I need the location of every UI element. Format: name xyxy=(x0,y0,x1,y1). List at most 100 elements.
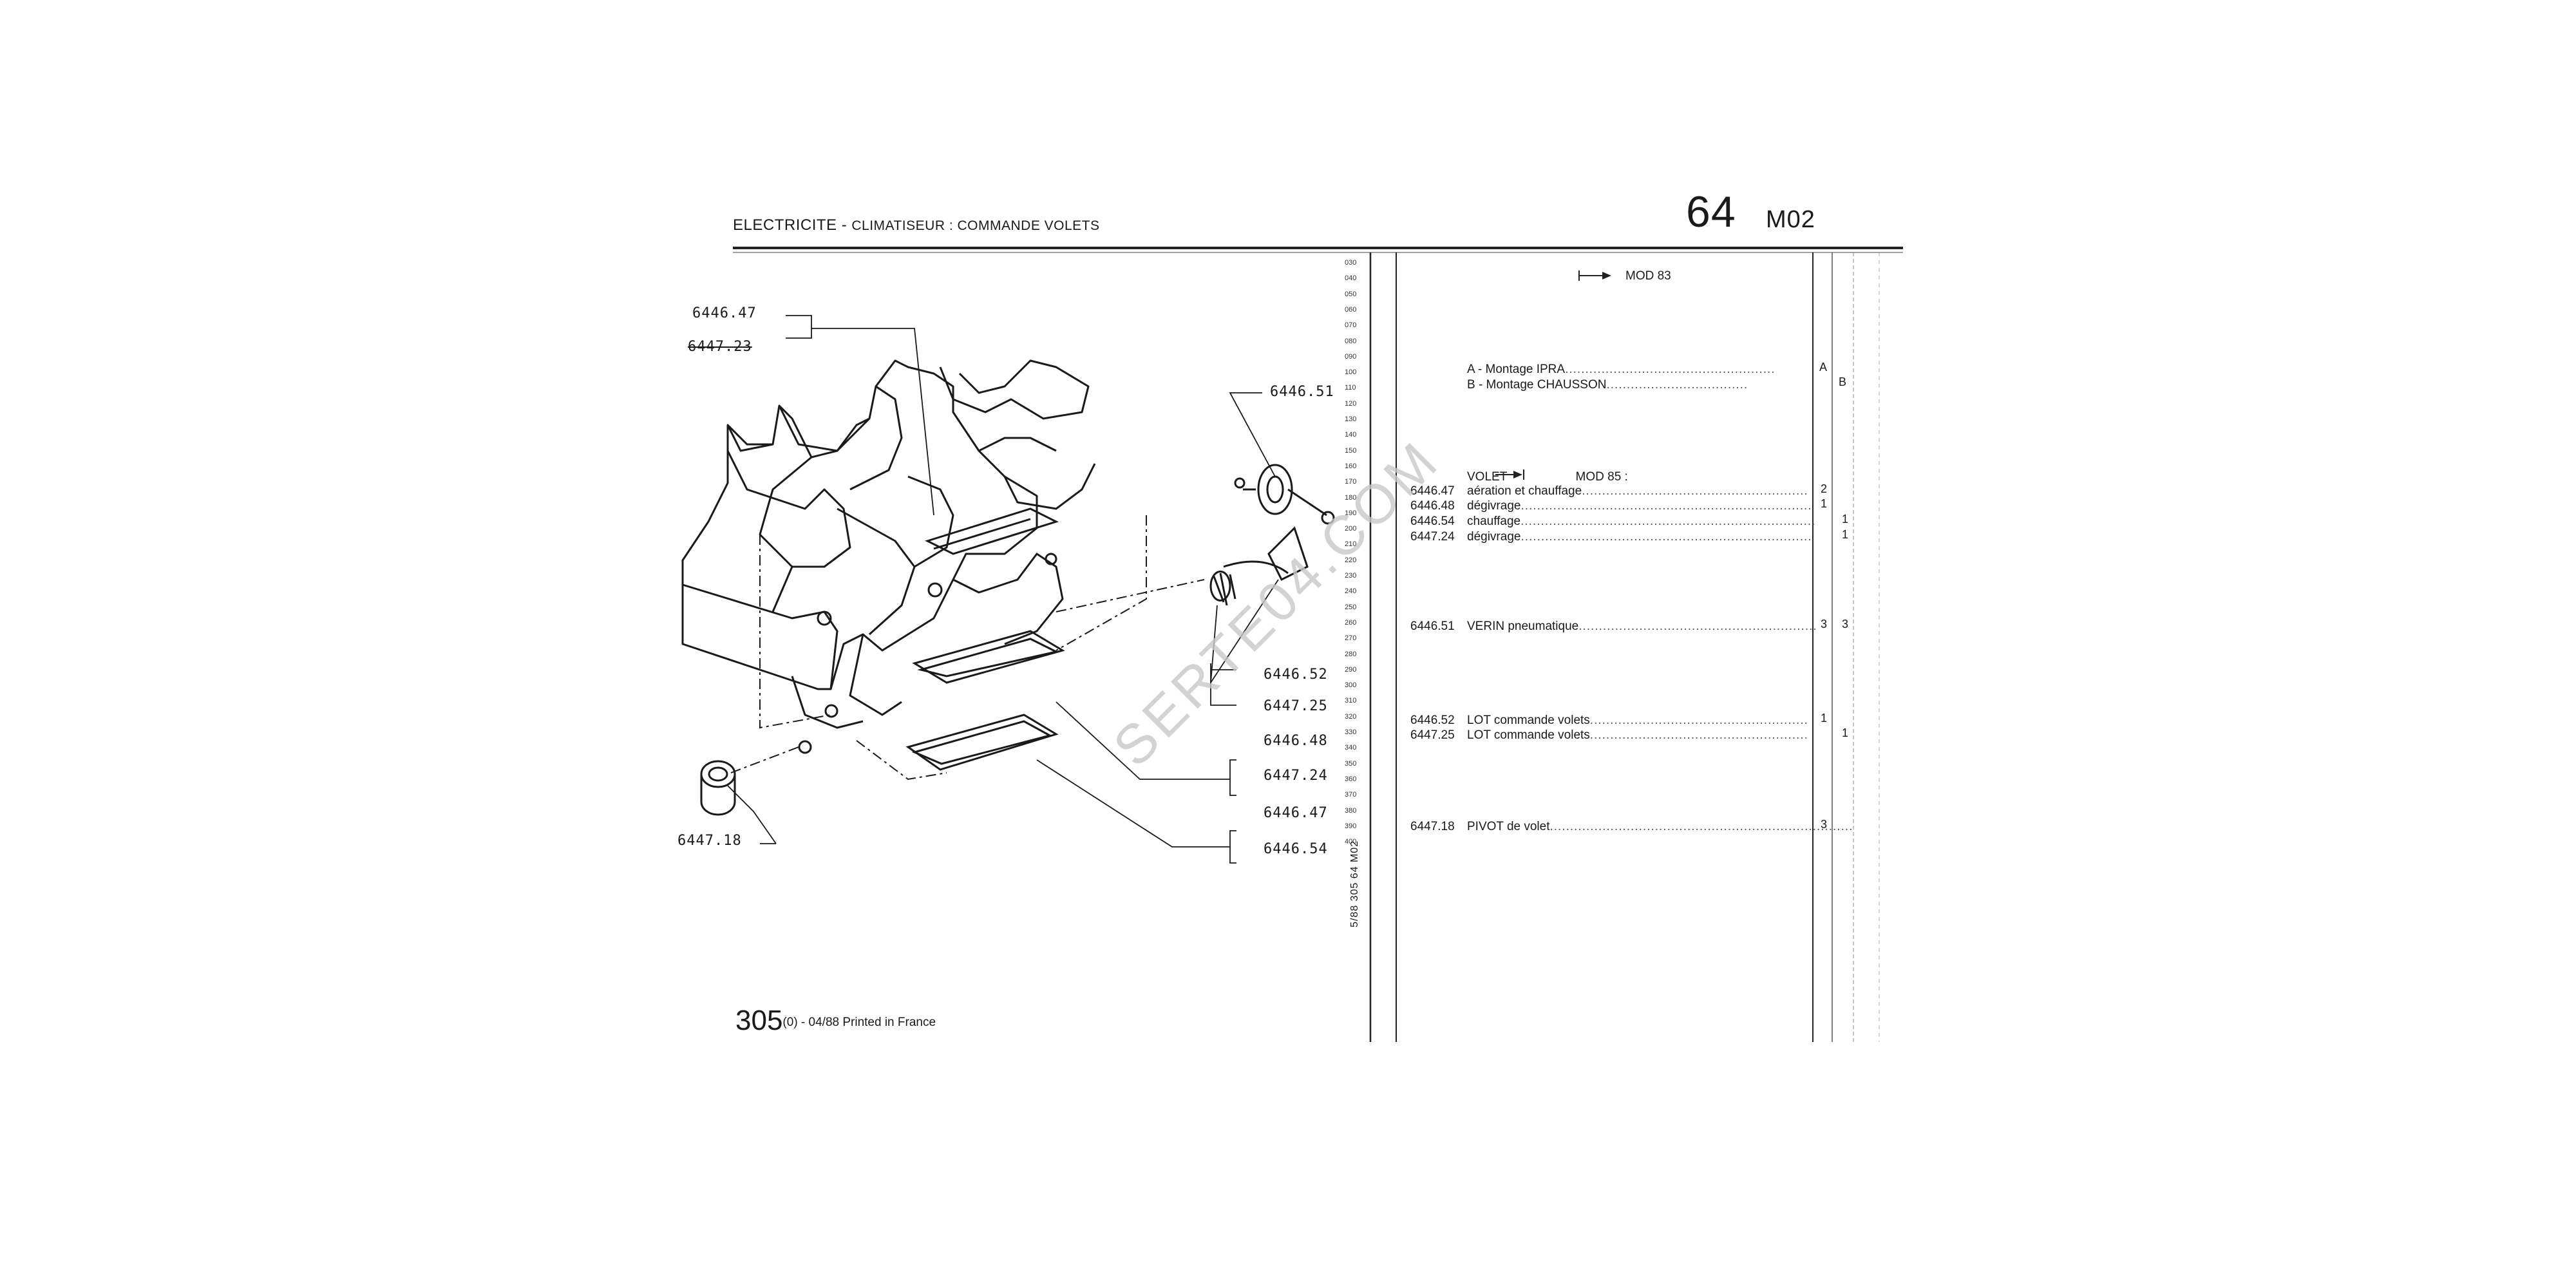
line-tick: 070 xyxy=(1345,321,1357,330)
dash-lines xyxy=(730,515,1205,781)
line-tick: 180 xyxy=(1345,493,1357,502)
part-ref: 6446.51 xyxy=(1410,620,1455,633)
part-ref: 6447.18 xyxy=(1410,820,1455,833)
part-desc: dégivrage xyxy=(1467,530,1521,544)
footer-model: 305 xyxy=(735,1005,783,1036)
part-ref: 6446.47 xyxy=(1410,484,1455,498)
line-tick: 390 xyxy=(1345,822,1357,830)
heater-housing-drawing xyxy=(681,359,1096,729)
part-qty-b: 1 xyxy=(1842,726,1849,739)
line-tick: 330 xyxy=(1345,728,1357,736)
mounting-b: B - Montage CHAUSSON....................… xyxy=(1467,378,1748,392)
callout-6447-23: 6447.23 xyxy=(688,339,752,355)
line-tick: 080 xyxy=(1345,337,1357,345)
line-tick: 320 xyxy=(1345,712,1357,721)
mod-note: MOD 83 xyxy=(1625,269,1671,283)
mounting-a: A - Montage IPRA........................… xyxy=(1467,363,1776,376)
callout-6446-54: 6446.54 xyxy=(1264,841,1328,857)
callout-6446-52: 6446.52 xyxy=(1264,667,1328,683)
line-tick: 350 xyxy=(1345,759,1357,768)
callout-6446-51: 6446.51 xyxy=(1270,384,1334,400)
page-title: ELECTRICITE - CLIMATISEUR : COMMANDE VOL… xyxy=(733,216,1100,234)
line-tick: 190 xyxy=(1345,509,1357,517)
actuator-drawing xyxy=(1209,464,1335,606)
callout-6446-48: 6446.48 xyxy=(1264,733,1328,749)
line-tick: 060 xyxy=(1345,305,1357,314)
line-tick: 260 xyxy=(1345,618,1357,627)
line-tick: 360 xyxy=(1345,775,1357,783)
line-tick: 150 xyxy=(1345,446,1357,455)
page-code: M02 xyxy=(1766,206,1815,233)
line-tick: 130 xyxy=(1345,415,1357,423)
title-sub: CLIMATISEUR : COMMANDE VOLETS xyxy=(851,218,1100,233)
line-tick: 370 xyxy=(1345,791,1357,799)
line-tick: 160 xyxy=(1345,462,1357,470)
mounting-b-col: B xyxy=(1839,375,1847,388)
line-tick: 290 xyxy=(1345,665,1357,674)
line-tick: 240 xyxy=(1345,587,1357,596)
line-tick: 250 xyxy=(1345,603,1357,611)
volet-heading-text: VOLET xyxy=(1467,470,1507,484)
part-qty-b: 1 xyxy=(1842,513,1849,526)
leader-lines xyxy=(727,315,1279,864)
line-tick: 340 xyxy=(1345,744,1357,752)
part-qty-b: 1 xyxy=(1842,528,1849,541)
part-qty-a: 3 xyxy=(1821,618,1828,630)
line-tick: 100 xyxy=(1345,368,1357,377)
line-tick: 210 xyxy=(1345,540,1357,549)
line-tick: 310 xyxy=(1345,697,1357,705)
vertical-reference-code: 5/88 305 64 M02 xyxy=(1349,840,1360,927)
callout-6447-25: 6447.25 xyxy=(1264,698,1328,714)
mounting-a-text: A - Montage IPRA xyxy=(1467,363,1566,376)
part-desc: LOT commande volets xyxy=(1467,714,1590,727)
mounting-a-col: A xyxy=(1819,361,1828,374)
callout-6447-18: 6447.18 xyxy=(677,833,742,849)
line-tick: 220 xyxy=(1345,556,1357,564)
part-ref: 6446.52 xyxy=(1410,714,1455,727)
callout-6446-47-top: 6446.47 xyxy=(692,305,757,321)
part-qty-a: 1 xyxy=(1821,712,1828,724)
line-tick: 170 xyxy=(1345,478,1357,486)
part-desc: chauffage xyxy=(1467,515,1521,528)
line-tick: 140 xyxy=(1345,431,1357,439)
line-tick: 040 xyxy=(1345,274,1357,283)
part-qty-a: 1 xyxy=(1821,497,1828,510)
line-tick: 400 xyxy=(1345,838,1357,846)
line-tick: 380 xyxy=(1345,806,1357,815)
footer-edition-text: (0) - 04/88 Printed in France xyxy=(782,1016,936,1029)
line-tick: 090 xyxy=(1345,352,1357,361)
part-ref: 6446.54 xyxy=(1410,515,1455,528)
callout-6446-47-bottom: 6446.47 xyxy=(1264,805,1328,821)
volet-mod-text: MOD 85 : xyxy=(1575,470,1628,484)
line-tick: 300 xyxy=(1345,681,1357,690)
line-tick: 050 xyxy=(1345,290,1357,298)
part-desc: VERIN pneumatique xyxy=(1467,620,1579,633)
mounting-b-text: B - Montage CHAUSSON xyxy=(1467,378,1607,392)
line-tick: 110 xyxy=(1345,384,1356,392)
line-tick: 280 xyxy=(1345,650,1357,658)
part-qty-a: 2 xyxy=(1821,482,1828,495)
part-ref: 6446.48 xyxy=(1410,499,1455,513)
page-number: 64 xyxy=(1686,187,1736,236)
part-qty-a: 3 xyxy=(1821,818,1828,831)
line-tick: 030 xyxy=(1345,259,1357,267)
part-ref: 6447.25 xyxy=(1410,728,1455,742)
volet-heading: VOLET MOD 85 : xyxy=(1467,470,1628,484)
part-desc: PIVOT de volet xyxy=(1467,820,1550,833)
part-qty-b: 3 xyxy=(1842,618,1849,630)
callout-6447-24: 6447.24 xyxy=(1264,768,1328,784)
line-tick: 120 xyxy=(1345,399,1357,408)
title-main: ELECTRICITE - xyxy=(733,216,848,234)
part-desc: dégivrage xyxy=(1467,499,1521,513)
part-ref: 6447.24 xyxy=(1410,530,1455,544)
